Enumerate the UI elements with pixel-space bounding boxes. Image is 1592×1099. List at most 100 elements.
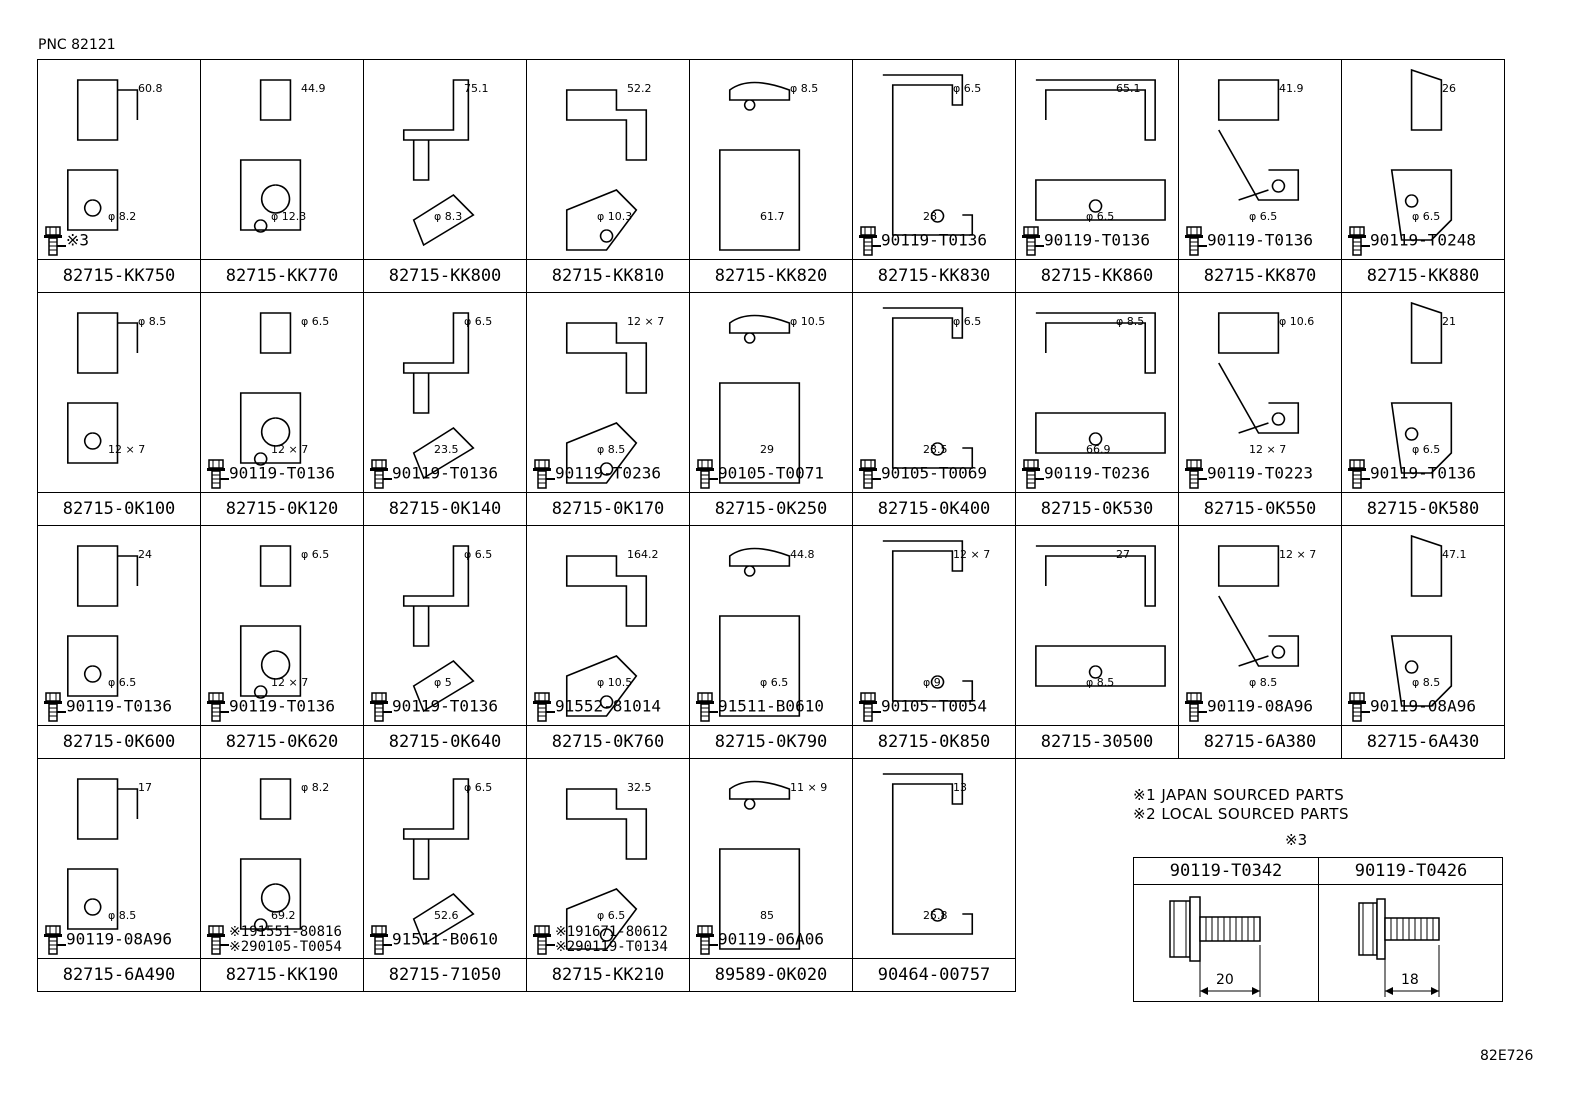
part-number: 82715-KK770 — [201, 259, 363, 292]
part-drawing: 41.9 φ 6.5 — [1179, 60, 1341, 260]
bracket-sketch-icon — [1035, 312, 1166, 454]
dimension-label: 11 × 9 — [790, 781, 828, 794]
dimension-label: φ 8.5 — [1412, 676, 1441, 689]
part-number: 82715-0K250 — [690, 492, 852, 525]
part-number: 82715-71050 — [364, 958, 526, 991]
dimension-label: 23.5 — [434, 443, 459, 456]
bolt-part-number: 90119-T0136 — [1044, 230, 1150, 250]
bolt-part-number-2: ※290105-T0054 — [229, 939, 342, 955]
bolt-part-number: 91511-B0610 — [392, 929, 498, 949]
bolt-icon — [370, 692, 392, 722]
bolt-icon — [533, 925, 555, 955]
dimension-label: 26 — [1442, 82, 1456, 95]
bolt-callout: 90119-T0136 — [44, 692, 172, 722]
part-number: 82715-KK810 — [527, 259, 689, 292]
dimension-label: 12 × 7 — [271, 443, 309, 456]
dimension-label: 41.9 — [1279, 82, 1304, 95]
bolt-table-col-1: 90119-T0342 20 — [1134, 858, 1318, 1001]
bolt-length-2: 18 — [1401, 972, 1419, 988]
part-cell: φ 6.5 52.6 91511-B0610 82715-71050 — [363, 758, 527, 992]
dimension-label: 32.5 — [627, 781, 652, 794]
bolt-part-number: 90119-T0236 — [555, 463, 661, 483]
bolt-callout: 90119-T0136 — [207, 692, 335, 722]
dimension-label: 52.2 — [627, 82, 652, 95]
part-cell: 44.9 φ 12.3 82715-KK770 — [200, 59, 364, 293]
part-number: 82715-KK820 — [690, 259, 852, 292]
bracket-sketch-icon — [719, 314, 801, 484]
dimension-label: φ 8.5 — [1086, 676, 1115, 689]
dimension-label: 47.1 — [1442, 548, 1467, 561]
bracket-sketch-icon — [402, 312, 475, 480]
bracket-sketch-icon — [565, 555, 648, 717]
bolt-part-number: 90119-T0136 — [1370, 463, 1476, 483]
bolt-callout: 90105-T0071 — [696, 459, 824, 489]
bracket-sketch-icon — [719, 81, 801, 251]
note-japan-sourced: ※1 JAPAN SOURCED PARTS — [1133, 786, 1345, 804]
bolt-table-mark: ※3 — [1285, 831, 1308, 849]
bolt-part-number: ※191671-80612 — [555, 924, 668, 940]
bracket-sketch-icon — [239, 778, 302, 932]
dimension-label: φ 6.5 — [464, 781, 493, 794]
bolt-part-number: 90119-T0136 — [881, 230, 987, 250]
bolt-part-number: ※3 — [66, 230, 90, 250]
dimension-label: φ 12.3 — [271, 210, 307, 223]
bolt-callout: 90119-06A06 — [696, 925, 824, 955]
dimension-label: φ 6.5 — [301, 548, 330, 561]
bolt-callout: 90119-T0236 — [1022, 459, 1150, 489]
dimension-label: 12 × 7 — [627, 315, 665, 328]
bolt-icon — [696, 692, 718, 722]
bolt-icon — [696, 459, 718, 489]
dimension-label: 66.9 — [1086, 443, 1111, 456]
bolt-icon — [207, 925, 229, 955]
bolt-icon — [859, 459, 881, 489]
bracket-sketch-icon — [1217, 312, 1300, 434]
dimension-label: φ 10.5 — [597, 676, 633, 689]
bolt-icon — [1185, 226, 1207, 256]
bracket-sketch-icon — [719, 547, 801, 717]
dimension-label: 12 × 7 — [1279, 548, 1317, 561]
part-number: 82715-0K850 — [853, 725, 1015, 758]
dimension-label: 52.6 — [434, 909, 459, 922]
dimension-label: φ 6.5 — [1412, 210, 1441, 223]
bracket-sketch-icon — [67, 79, 139, 231]
part-number: 82715-6A380 — [1179, 725, 1341, 758]
dimension-label: φ 6.5 — [1249, 210, 1278, 223]
bolt-callout: 90119-T0236 — [533, 459, 661, 489]
bolt-icon — [370, 925, 392, 955]
dimension-label: 60.8 — [138, 82, 163, 95]
dimension-label: φ 5 — [434, 676, 452, 689]
bolt-part-number: 90119-T0136 — [229, 463, 335, 483]
bracket-sketch-icon — [1035, 545, 1166, 687]
dimension-label: 12 × 7 — [108, 443, 146, 456]
part-number: 89589-0K020 — [690, 958, 852, 991]
dimension-label: 65.1 — [1116, 82, 1141, 95]
part-number: 82715-0K530 — [1016, 492, 1178, 525]
dimension-label: 44.9 — [301, 82, 326, 95]
dimension-label: φ 8.5 — [1249, 676, 1278, 689]
bolt-icon — [533, 692, 555, 722]
dimension-label: φ 8.5 — [597, 443, 626, 456]
bolt-part-number: ※191551-80816 — [229, 924, 342, 940]
bolt-callout: 91552-81014 — [533, 692, 661, 722]
